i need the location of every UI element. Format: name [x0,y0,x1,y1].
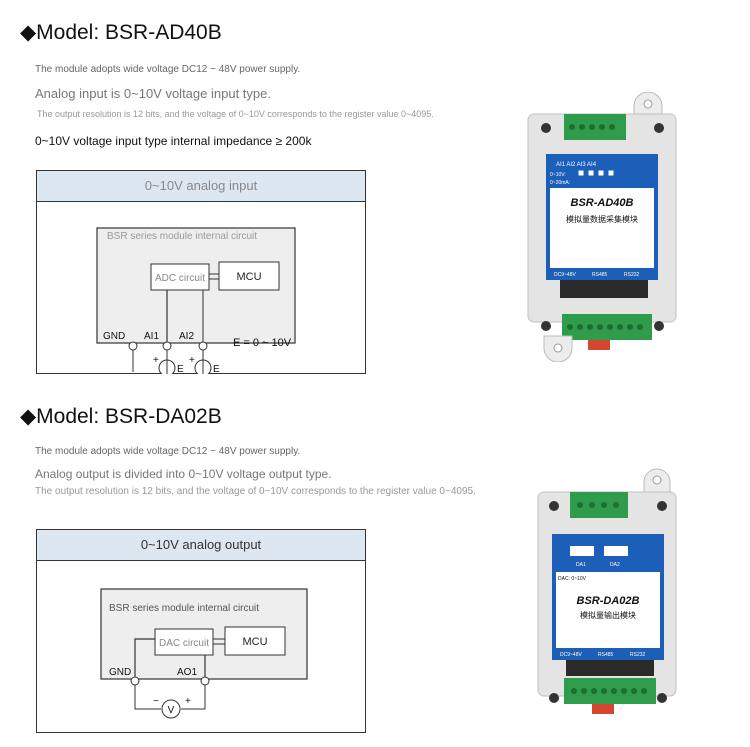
plus-label-2: + [189,355,195,366]
voltmeter-label: V [168,705,175,716]
da02b-rs232-label: RS232 [630,652,646,658]
analog-input-diagram: 0~10V analog input BSR series module int… [36,170,366,374]
ad40b-rs232-label: RS232 [624,272,640,278]
ai2-label: AI2 [179,331,194,342]
section2-line3: The output resolution is 12 bits, and th… [35,486,476,497]
bsr-da02b-device: DA1 DA2 DAC: 0~10V BSR-DA02B 模拟量输出模块 DC9… [537,468,677,714]
section1-line1: The module adopts wide voltage DC12 ~ 48… [35,64,301,75]
section2-line1: The module adopts wide voltage DC12 ~ 48… [35,446,301,457]
ad40b-channel-labels: AI1 AI2 AI3 AI4 [556,162,597,168]
da02b-da2-label: DA2 [610,562,620,568]
da02b-power-label: DC9~48V [560,652,582,658]
section1-title: ◆Model: BSR-AD40B [20,21,222,44]
ad40b-ma-label: 0~20mA: [550,180,570,186]
analog-input-header: 0~10V analog input [37,171,365,202]
da02b-range-label: DAC: 0~10V [558,576,587,582]
analog-output-circuit: BSR series module internal circuit DAC c… [100,588,308,719]
section2-line2: Analog output is divided into 0~10V volt… [35,467,332,481]
plus-label-3: + [185,696,191,707]
internal-circuit-label: BSR series module internal circuit [107,231,257,242]
section1-line2: Analog input is 0~10V voltage input type… [35,86,271,101]
da02b-rs485-label: RS485 [598,652,614,658]
gnd-label-2: GND [109,667,131,678]
mcu-label: MCU [236,271,261,283]
minus-label: − [153,696,159,707]
e-label-1: E [177,364,184,374]
ad40b-model-label: BSR-AD40B [571,197,634,209]
section2-title: ◆Model: BSR-DA02B [20,405,222,428]
da02b-model-label: BSR-DA02B [577,595,640,607]
e-label-2: E [213,364,220,374]
ad40b-power-label: DC9~48V [554,272,576,278]
ao1-label: AO1 [177,667,197,678]
plus-label-1: + [153,355,159,366]
dac-label: DAC circuit [159,638,209,649]
gnd-label: GND [103,331,125,342]
adc-label: ADC circuit [155,273,205,284]
ad40b-volt-label: 0~10V: [550,172,566,178]
ad40b-cn-label: 模拟量数据采集模块 [566,214,638,224]
analog-input-circuit: BSR series module internal circuit ADC c… [96,227,296,374]
analog-output-diagram: 0~10V analog output BSR series module in… [36,529,366,733]
internal-circuit-label-2: BSR series module internal circuit [109,603,259,614]
mcu-label-2: MCU [242,636,267,648]
section1-line4: 0~10V voltage input type internal impeda… [35,134,312,148]
ad40b-rs485-label: RS485 [592,272,608,278]
analog-output-header: 0~10V analog output [37,530,365,561]
range-formula: E = 0 ~ 10V [233,337,292,349]
bsr-ad40b-device: AI1 AI2 AI3 AI4 0~10V: 0~20mA: BSR-AD40B… [527,92,677,362]
da02b-da1-label: DA1 [576,562,586,568]
da02b-cn-label: 模拟量输出模块 [580,610,636,620]
section1-line3: The output resolution is 12 bits, and th… [37,109,434,119]
ai1-label: AI1 [144,331,159,342]
